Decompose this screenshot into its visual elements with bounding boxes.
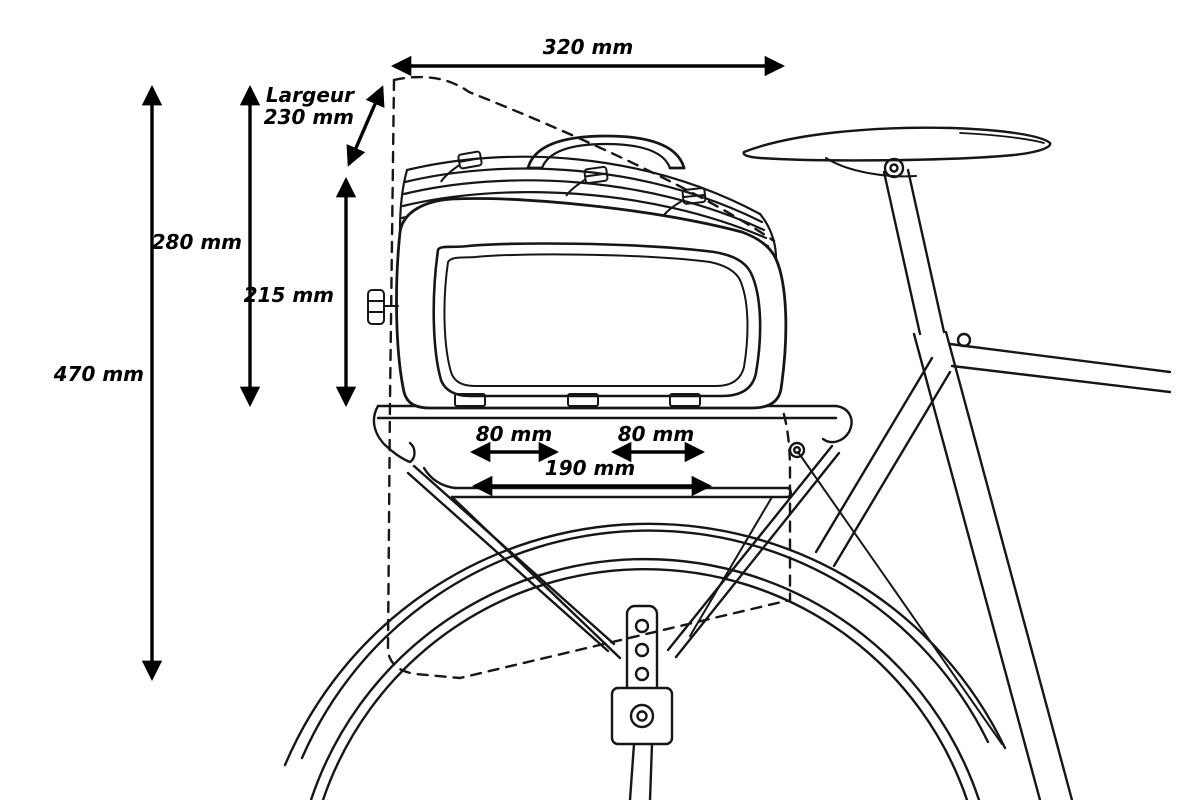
rear-wheel xyxy=(309,558,981,800)
buckle-center xyxy=(565,165,609,197)
bag-side-panel xyxy=(432,242,762,398)
buckle-right xyxy=(662,187,707,217)
seat-stays xyxy=(814,356,952,568)
dimension-annotations: 320 mm Largeur 230 mm 280 mm 215 mm 470 … xyxy=(53,35,786,682)
bicycle-rear xyxy=(283,126,1172,800)
label-80mm-right: 80 mm xyxy=(618,422,694,446)
label-470mm: 470 mm xyxy=(53,362,144,386)
trunk-bag xyxy=(367,134,788,410)
seat-tube xyxy=(912,330,1074,800)
buckle-left xyxy=(440,150,483,183)
seatpost xyxy=(882,168,972,348)
label-320mm: 320 mm xyxy=(543,35,633,59)
rack-platform xyxy=(372,404,853,464)
rack-struts xyxy=(406,444,841,660)
label-largeur-value: 230 mm xyxy=(264,105,354,129)
bag-feet xyxy=(454,393,701,407)
fender-stay xyxy=(788,441,1003,745)
bag-handle xyxy=(526,134,686,170)
bag-left-clip xyxy=(367,289,399,325)
label-215mm: 215 mm xyxy=(244,283,334,307)
label-190mm: 190 mm xyxy=(545,456,635,480)
arrow-largeur-230mm xyxy=(346,85,385,167)
label-largeur: Largeur xyxy=(266,83,355,107)
rack-mounting-plate xyxy=(610,604,674,800)
label-80mm-left: 80 mm xyxy=(476,422,552,446)
bag-buckles xyxy=(440,150,707,217)
label-280mm: 280 mm xyxy=(152,230,242,254)
rear-fender xyxy=(283,522,1007,767)
bag-body xyxy=(395,197,788,410)
expanded-bag-dashed-outline xyxy=(386,75,792,680)
top-tube xyxy=(948,342,1172,394)
saddle xyxy=(742,126,1052,179)
